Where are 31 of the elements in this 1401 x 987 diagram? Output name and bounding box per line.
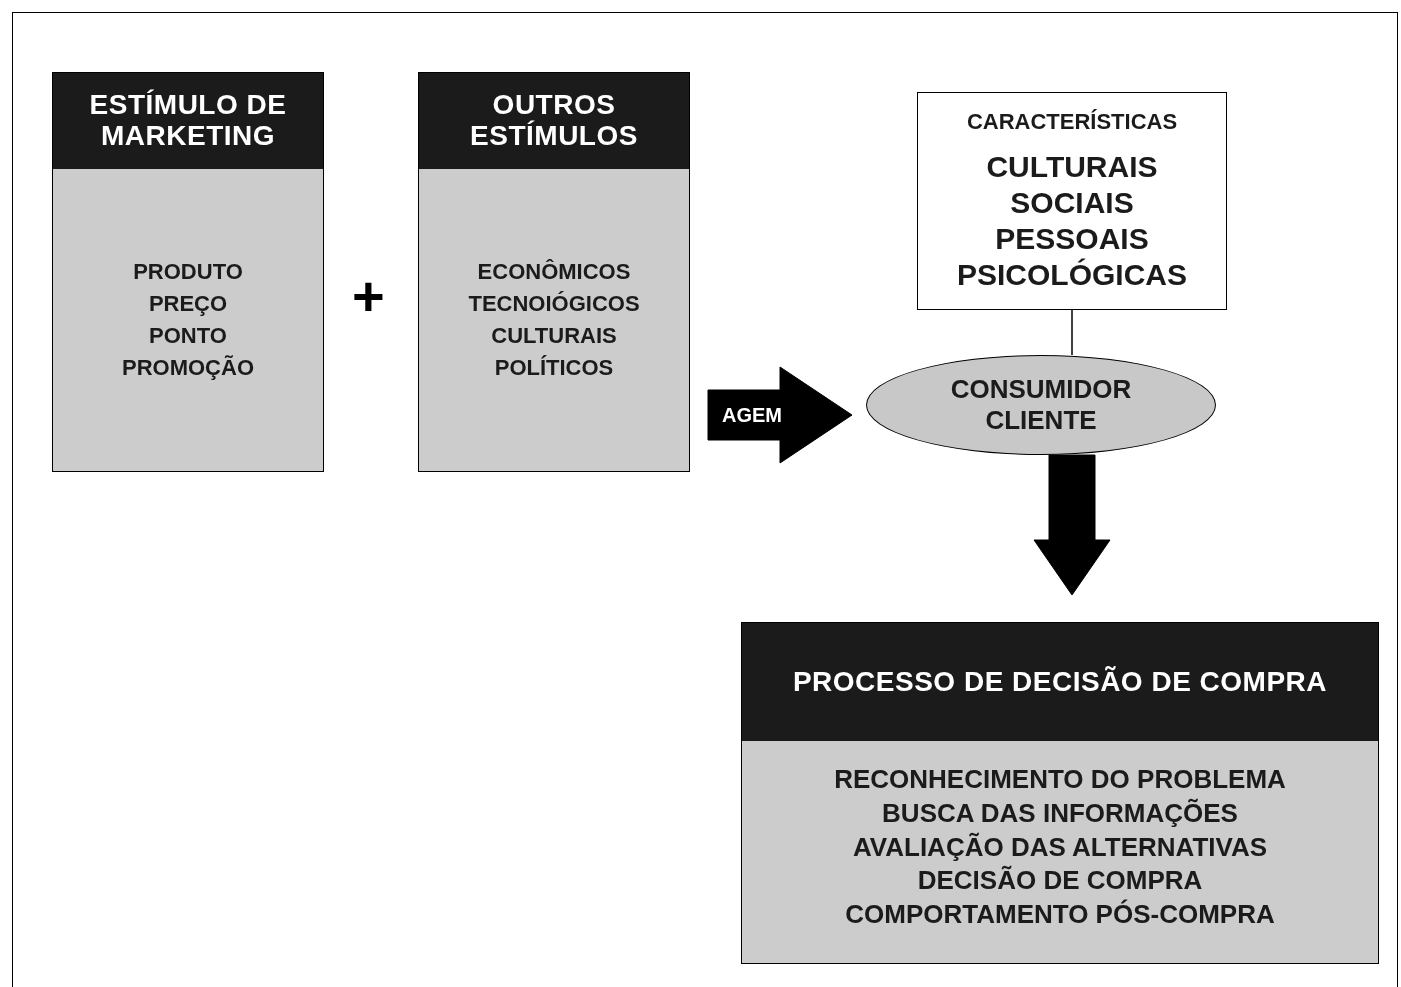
list-item: RECONHECIMENTO DO PROBLEMA [834,763,1286,796]
list-item: PRODUTO [133,258,243,287]
node-text: CONSUMIDOR CLIENTE [949,373,1133,437]
block-arrow [707,366,853,464]
list-item: TECNOIÓGICOS [468,290,640,319]
list-item: CULTURAIS [491,322,617,350]
list-item: PROMOÇÃO [122,353,254,382]
titled-box [741,622,1379,964]
text-box [917,92,1227,310]
connector-line [1071,309,1073,356]
list-item: PREÇO [148,290,228,319]
list-item: DECISÃO DE COMPRA [917,864,1203,898]
block-arrow [1033,454,1111,596]
list-item: PONTO [149,322,227,350]
list-item: PSICOLÓGICAS [957,257,1187,294]
box-header: PROCESSO DE DECISÃO DE COMPRA [742,623,1378,741]
list-item: AVALIAÇÃO DAS ALTERNATIVAS [852,830,1268,864]
plus-sign: + [352,268,385,324]
titled-box [52,72,324,472]
box-header: OUTROS ESTÍMULOS [419,73,689,169]
list-item: PESSOAIS [995,221,1149,258]
titled-box [418,72,690,472]
box-header: ESTÍMULO DE MARKETING [53,73,323,169]
box-title: CARACTERÍSTICAS [966,109,1178,136]
list-item: COMPORTAMENTO PÓS-COMPRA [845,898,1275,932]
list-item: SOCIAIS [1010,185,1134,222]
list-item: CULTURAIS [986,149,1158,186]
edge-label: AGEM [722,403,782,427]
list-item: BUSCA DAS INFORMAÇÕES [882,796,1238,830]
list-item: ECONÔMICOS [477,258,631,287]
list-item: POLÍTICOS [494,353,614,382]
